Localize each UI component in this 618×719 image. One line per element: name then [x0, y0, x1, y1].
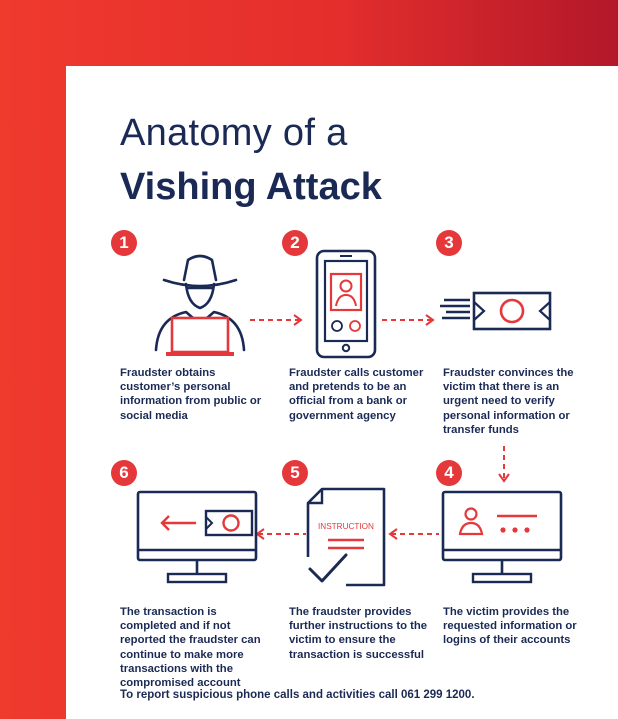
step-4-caption: The victim provides the requested inform… — [443, 606, 577, 647]
step-1-badge: 1 — [111, 230, 137, 256]
report-footer: To report suspicious phone calls and act… — [120, 689, 475, 701]
arrow-5-to-6 — [255, 528, 306, 540]
step-1-caption: Fraudster obtains customer’s personal in… — [120, 367, 262, 422]
title-line-1: Anatomy of a — [120, 112, 348, 154]
step-4-badge: 4 — [436, 460, 462, 486]
arrow-3-to-4 — [498, 446, 510, 483]
infographic-card — [66, 66, 618, 719]
instruction-document-icon: INSTRUCTION — [304, 487, 386, 587]
title-line-2: Vishing Attack — [120, 166, 382, 208]
step-6-badge: 6 — [111, 460, 137, 486]
arrow-4-to-5 — [388, 528, 439, 540]
monitor-money-transfer-icon — [136, 490, 258, 584]
step-5-caption: The fraudster provides further instructi… — [289, 606, 428, 661]
instruction-label: INSTRUCTION — [318, 522, 374, 531]
step-3-badge: 3 — [436, 230, 462, 256]
hacker-laptop-icon — [154, 254, 246, 356]
step-2-badge: 2 — [282, 230, 308, 256]
step-6-caption: The transaction is completed and if not … — [120, 606, 261, 690]
step-2-caption: Fraudster calls customer and pretends to… — [289, 367, 424, 422]
arrow-2-to-3 — [382, 314, 435, 326]
money-transfer-icon — [440, 291, 552, 331]
arrow-1-to-2 — [250, 314, 303, 326]
step-5-badge: 5 — [282, 460, 308, 486]
monitor-login-icon — [441, 490, 563, 584]
step-3-caption: Fraudster convinces the victim that ther… — [443, 367, 574, 436]
smartphone-call-icon — [315, 249, 377, 359]
